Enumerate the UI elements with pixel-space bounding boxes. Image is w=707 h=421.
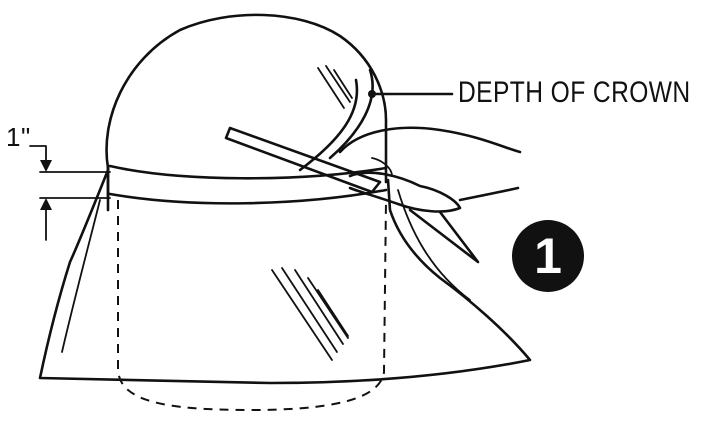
block-outline [117, 199, 387, 412]
depth-of-crown-label: DEPTH OF CROWN [458, 76, 691, 109]
hand [338, 126, 522, 213]
draped-fabric [38, 168, 532, 385]
one-inch-label: 1" [6, 122, 31, 152]
inch-dimension [29, 145, 111, 241]
step-number: 1 [534, 228, 562, 284]
crown-band [106, 164, 388, 205]
fabric-hatching [271, 65, 353, 361]
step-number-badge: 1 [512, 220, 584, 292]
crown-leader-dot [368, 90, 376, 98]
marking-pencil [224, 126, 480, 264]
depth-tape [298, 68, 374, 172]
